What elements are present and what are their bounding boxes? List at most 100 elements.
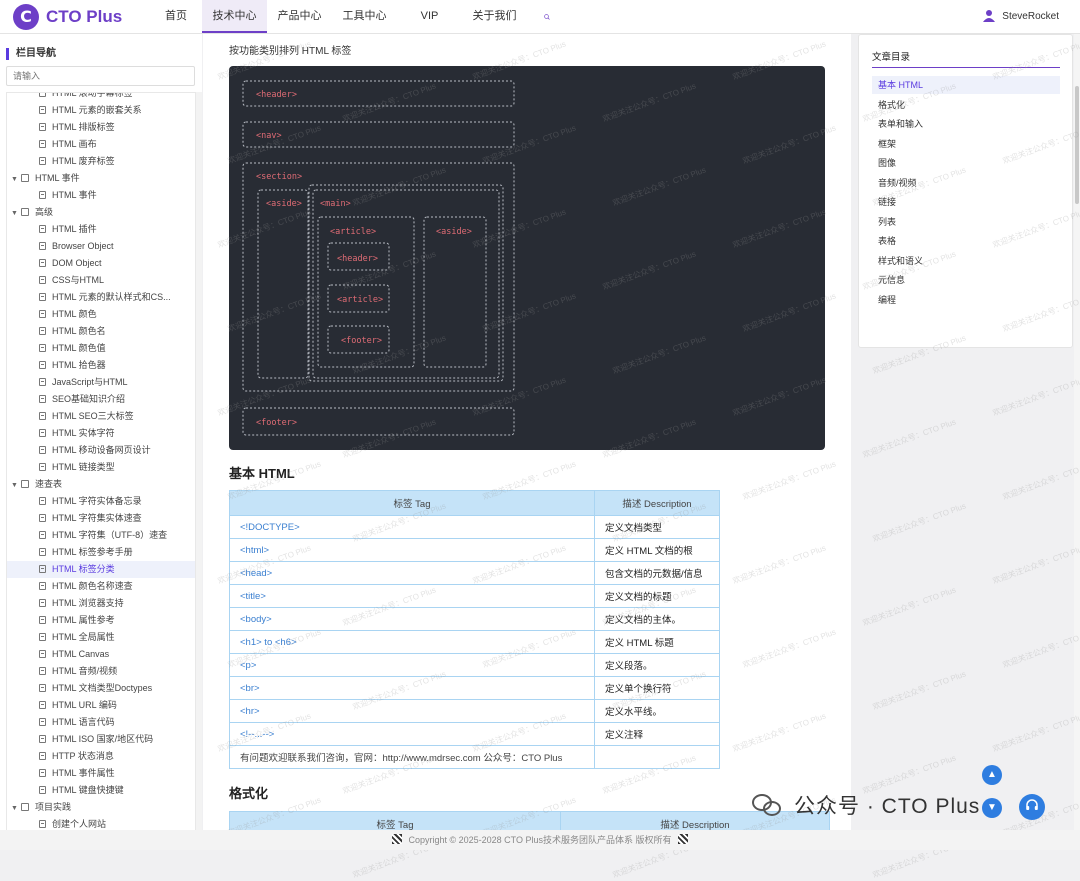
sidebar-item[interactable]: 创建个人网站	[7, 816, 195, 830]
nav-item-tool-center[interactable]: 工具中心	[342, 10, 387, 22]
nav-item-product-center[interactable]: 产品中心	[277, 10, 322, 22]
sidebar-item[interactable]: HTML 排版标签	[7, 119, 195, 136]
html-layout-diagram: <header> <nav> <section> <aside> <main> …	[229, 66, 825, 450]
description-cell: 定义 HTML 标题	[594, 630, 720, 654]
arrow-down-icon[interactable]: ▼	[982, 798, 1002, 818]
sidebar-item[interactable]: HTML 颜色名称速查	[7, 578, 195, 595]
sidebar-item[interactable]: DOM Object	[7, 255, 195, 272]
sidebar-item[interactable]: SEO基础知识介绍	[7, 391, 195, 408]
sidebar-item[interactable]: HTML URL 编码	[7, 697, 195, 714]
section-title-formatting: 格式化	[229, 786, 269, 801]
chevron-down-icon[interactable]: ▼	[11, 482, 18, 489]
sidebar-scrollbar[interactable]	[196, 92, 202, 830]
sidebar-item[interactable]: HTML 音频/视频	[7, 663, 195, 680]
sidebar-item-label: HTML 全局属性	[52, 632, 115, 642]
sidebar-folder[interactable]: ▼速查表	[7, 476, 195, 493]
sidebar-item[interactable]: HTML 标签分类	[7, 561, 195, 578]
watermark-text: 欢迎关注公众号：CTO Plus	[991, 375, 1080, 418]
sidebar-item[interactable]: HTML 颜色名	[7, 323, 195, 340]
document-icon	[39, 769, 46, 777]
sidebar-item-label: HTML 颜色名	[52, 326, 106, 336]
diagram-tag-inner-header: <header>	[337, 254, 378, 264]
page-scrollbar[interactable]	[1074, 34, 1080, 830]
document-icon	[39, 140, 46, 148]
sidebar-item[interactable]: HTML Canvas	[7, 646, 195, 663]
sidebar-item[interactable]: HTML 元素的默认样式和CS...	[7, 289, 195, 306]
toc-item[interactable]: 列表	[878, 216, 897, 227]
sidebar-item[interactable]: HTML 字符集（UTF-8）速查	[7, 527, 195, 544]
sidebar-item[interactable]: HTML ISO 国家/地区代码	[7, 731, 195, 748]
chevron-down-icon[interactable]: ▼	[11, 176, 18, 183]
toc-item[interactable]: 基本 HTML	[872, 76, 1060, 94]
sidebar-item[interactable]: HTML 浏览器支持	[7, 595, 195, 612]
sidebar-item[interactable]: HTML 字符集实体速查	[7, 510, 195, 527]
toc-item[interactable]: 音频/视频	[878, 177, 917, 188]
toc-item[interactable]: 样式和语义	[878, 255, 924, 266]
qr-code-icon[interactable]	[392, 834, 403, 844]
document-icon	[39, 531, 46, 539]
chevron-down-icon[interactable]: ▼	[11, 210, 18, 217]
sidebar-item[interactable]: HTML 颜色值	[7, 340, 195, 357]
toc-item[interactable]: 元信息	[878, 275, 906, 285]
toc-item[interactable]: 格式化	[878, 99, 906, 110]
sidebar-item[interactable]: HTML 元素的嵌套关系	[7, 102, 195, 119]
nav-item-about[interactable]: 关于我们	[472, 10, 517, 22]
chevron-down-icon[interactable]: ▼	[11, 805, 18, 812]
sidebar-item[interactable]: HTML 废弃标签	[7, 153, 195, 170]
search-icon[interactable]	[527, 0, 567, 33]
toc-item[interactable]: 图像	[878, 158, 897, 168]
user-menu[interactable]: SteveRocket	[982, 9, 1059, 23]
logo[interactable]: C CTO Plus	[13, 3, 122, 30]
sidebar-item[interactable]: HTML 文档类型Doctypes	[7, 680, 195, 697]
document-icon	[39, 786, 46, 794]
toc-item[interactable]: 编程	[878, 294, 897, 305]
sidebar-item[interactable]: Browser Object	[7, 238, 195, 255]
sidebar-item[interactable]: HTML 全局属性	[7, 629, 195, 646]
sidebar-item[interactable]: HTML 键盘快捷键	[7, 782, 195, 799]
section-title-basic-html: 基本 HTML	[229, 466, 295, 481]
sidebar-item[interactable]: HTML SEO三大标签	[7, 408, 195, 425]
sidebar-item[interactable]: HTML 移动设备网页设计	[7, 442, 195, 459]
toc-item[interactable]: 表格	[878, 236, 897, 246]
sidebar-item[interactable]: HTML 标签参考手册	[7, 544, 195, 561]
sidebar-item[interactable]: HTML 画布	[7, 136, 195, 153]
description-cell: 定义文档的标题	[594, 584, 720, 608]
sidebar-item[interactable]: HTML 拾色器	[7, 357, 195, 374]
sidebar-item-label: HTML 链接类型	[52, 462, 115, 472]
sidebar-folder[interactable]: ▼项目实践	[7, 799, 195, 816]
sidebar-folder[interactable]: ▼高级	[7, 204, 195, 221]
sidebar-item[interactable]: HTML 事件属性	[7, 765, 195, 782]
sidebar-item[interactable]: HTML 属性参考	[7, 612, 195, 629]
toc-item[interactable]: 表单和输入	[878, 119, 924, 129]
folder-icon	[21, 803, 29, 811]
nav-item-tech-center[interactable]: 技术中心	[202, 0, 267, 33]
sidebar-item[interactable]: HTTP 状态消息	[7, 748, 195, 765]
nav-item-vip[interactable]: VIP	[420, 10, 439, 22]
qr-code-icon[interactable]	[677, 834, 688, 844]
sidebar-item[interactable]: HTML 事件	[7, 187, 195, 204]
sidebar-item[interactable]: HTML 字符实体备忘录	[7, 493, 195, 510]
toc-item[interactable]: 框架	[878, 138, 897, 149]
toc-item[interactable]: 链接	[878, 197, 897, 207]
sidebar-item[interactable]: CSS与HTML	[7, 272, 195, 289]
sidebar-item[interactable]: HTML 颜色	[7, 306, 195, 323]
sidebar-item[interactable]: HTML 插件	[7, 221, 195, 238]
watermark-text: 欢迎关注公众号：CTO Plus	[871, 501, 968, 544]
sidebar-item-label: HTML 实体字符	[52, 428, 115, 438]
page-scrollbar-thumb[interactable]	[1075, 86, 1079, 204]
box-aside-right	[423, 216, 487, 368]
document-icon	[39, 599, 46, 607]
sidebar-item[interactable]: HTML 语言代码	[7, 714, 195, 731]
sidebar-item-label: HTML 事件	[35, 173, 80, 183]
nav-item-home[interactable]: 首页	[165, 10, 187, 22]
sidebar-item[interactable]: HTML 链接类型	[7, 459, 195, 476]
headset-icon[interactable]	[1019, 794, 1045, 820]
arrow-up-icon[interactable]: ▲	[982, 765, 1002, 785]
table-header-description: 描述 Description	[594, 490, 720, 516]
sidebar-search-input[interactable]	[6, 66, 195, 86]
document-icon	[39, 327, 46, 335]
sidebar-item[interactable]: JavaScript与HTML	[7, 374, 195, 391]
sidebar-item[interactable]: HTML 滚动字幕标签	[7, 93, 195, 102]
sidebar-folder[interactable]: ▼ HTML 事件	[7, 170, 195, 187]
sidebar-item[interactable]: HTML 实体字符	[7, 425, 195, 442]
